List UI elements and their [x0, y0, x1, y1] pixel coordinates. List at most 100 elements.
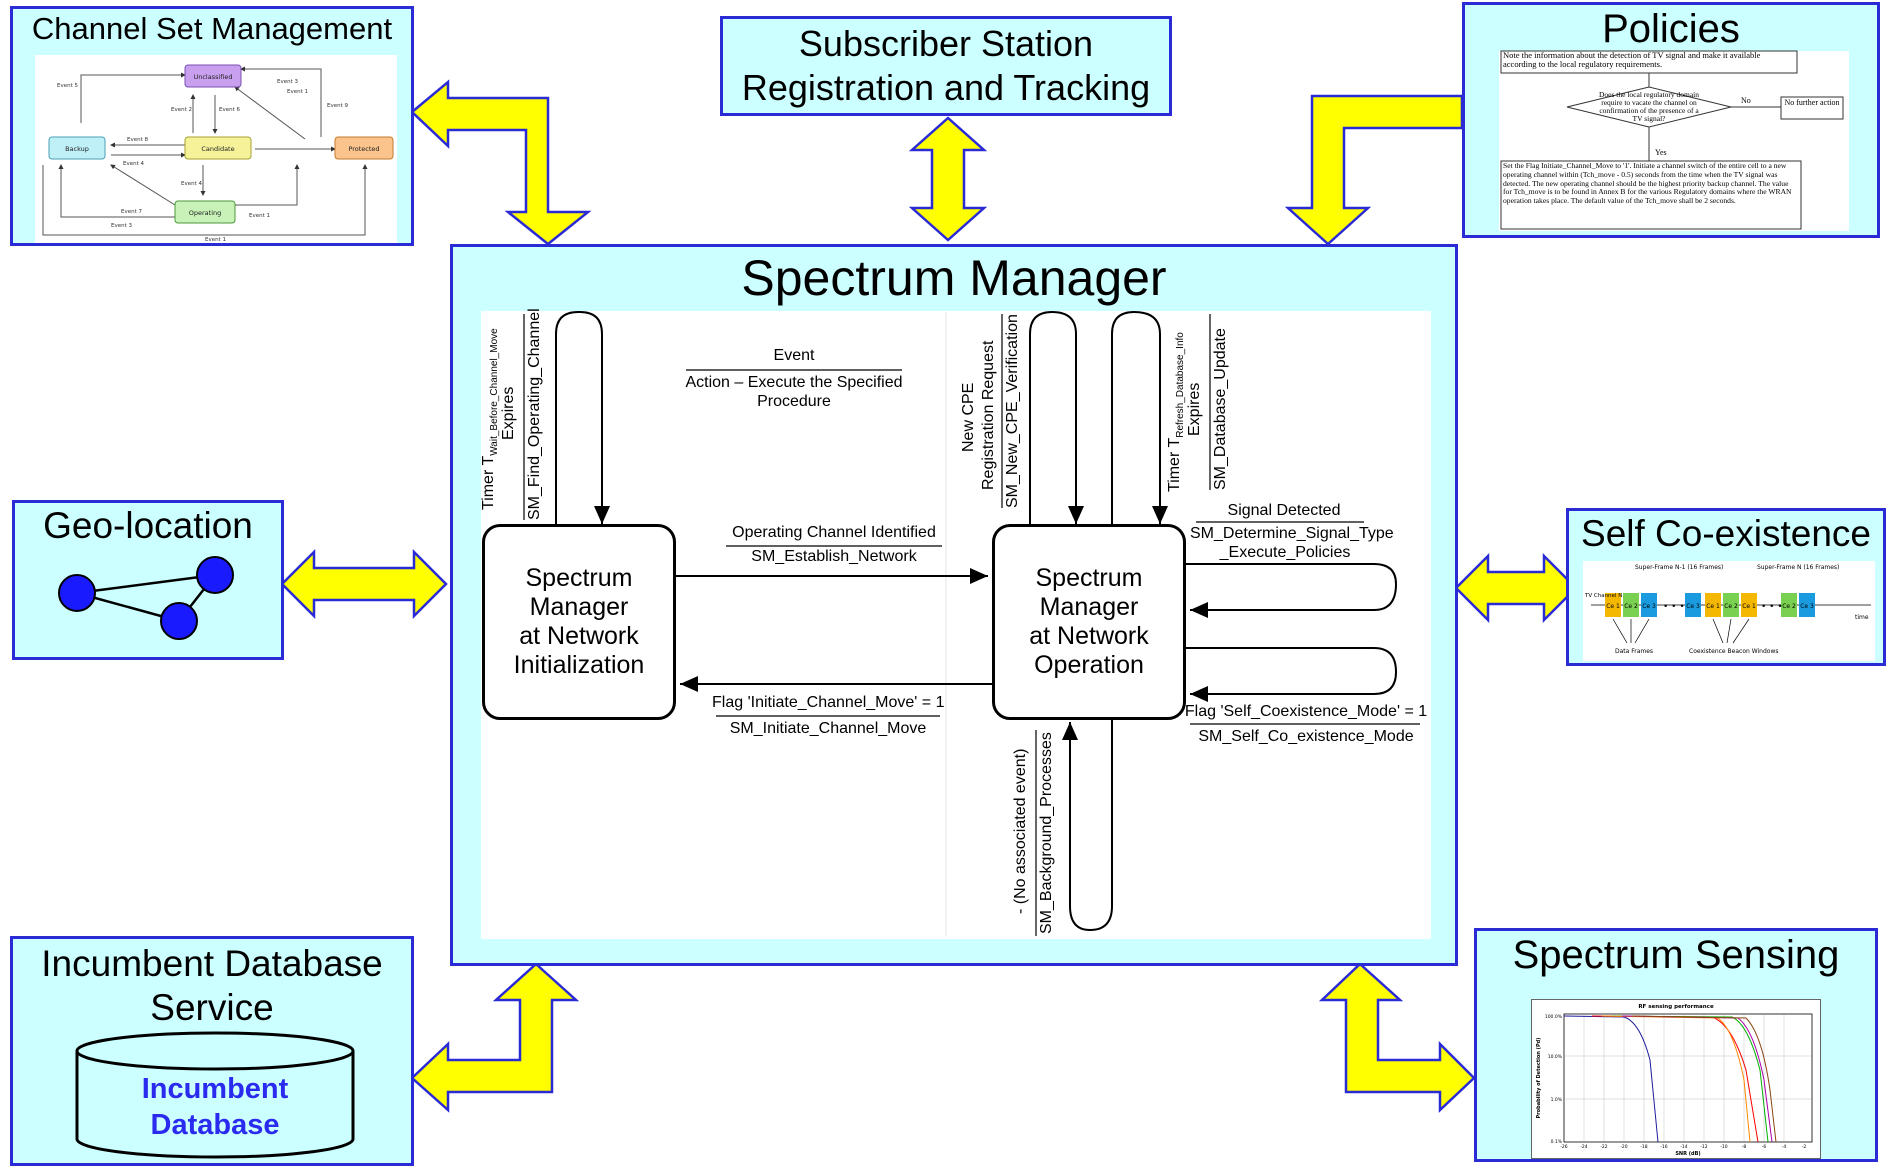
sensing-x-tick: -2: [1802, 1144, 1807, 1150]
database-label-line2: Database: [150, 1109, 280, 1141]
signal-detected-action-1: SM_Determine_Signal_Type: [1190, 525, 1394, 542]
self-coex-event: Flag 'Self_Coexistence_Mode' = 1: [1184, 703, 1428, 720]
initiate-move-event: Flag 'Initiate_Channel_Move' = 1: [712, 694, 945, 711]
policies-arrow: [1284, 94, 1464, 246]
svg-text:Backup: Backup: [65, 145, 89, 153]
svg-text:• • •: • • •: [1761, 602, 1783, 612]
policies-no-action: No further action: [1784, 99, 1840, 107]
policies-question: Does the local regulatory domain require…: [1599, 91, 1699, 123]
svg-text:• • •: • • •: [1663, 602, 1685, 612]
sensing-curve: [1621, 1015, 1773, 1143]
svg-text:Unclassified: Unclassified: [193, 73, 232, 81]
signal-detected-event: Signal Detected: [1227, 502, 1341, 519]
cs-state-unclassified: [184, 64, 242, 88]
cs-event-label: Event 7: [121, 209, 143, 215]
background-event: - (No associated event): [1012, 748, 1029, 914]
channel-set-title: Channel Set Management: [31, 11, 393, 46]
self-coex-timing-diagram: Super-Frame N-1 (16 Frames) Super-Frame …: [1583, 561, 1875, 661]
svg-text:Ce 1: Ce 1: [1606, 603, 1620, 610]
svg-text:Ce 1: Ce 1: [1742, 603, 1756, 610]
self-coexistence-box: Self Co-existence Super-Frame N-1 (16 Fr…: [1566, 508, 1886, 666]
svg-text:Ce 3: Ce 3: [1800, 603, 1814, 610]
sensing-x-tick: -16: [1660, 1144, 1667, 1150]
policies-flowchart-svg: Note the information about the detection…: [1500, 50, 1844, 230]
op-channel-event: Operating Channel Identified: [732, 524, 936, 541]
initiate-move-action: SM_Initiate_Channel_Move: [729, 720, 927, 737]
background-action: SM_Background_Processes: [1038, 732, 1055, 934]
sensing-ylabel: Probability of Detection (Pd): [1536, 1038, 1542, 1119]
cs-event-label: Event 3: [277, 79, 299, 85]
svg-text:Ce 3: Ce 3: [1642, 603, 1656, 610]
legend-action: Action – Execute the Specified Procedure: [685, 374, 903, 410]
timer-wait-event: Timer TWait_Before_Channel_Move: [480, 328, 501, 510]
sensing-y-tick: 10.0%: [1548, 1054, 1563, 1060]
cs-state-backup: [48, 136, 106, 160]
database-cylinder-icon: [75, 1031, 355, 1159]
sensing-x-tick: -10: [1720, 1144, 1727, 1150]
svg-text:Protected: Protected: [348, 145, 379, 153]
sensing-curve: [1601, 1015, 1751, 1143]
sensing-x-tick: -8: [1742, 1144, 1747, 1150]
spectrum-manager-title: Spectrum Manager: [741, 250, 1167, 306]
cs-event-label: Event 2: [171, 107, 192, 113]
sensing-chart-svg: RF sensing performance 100.0% 10.0%: [1536, 1004, 1813, 1157]
sensing-curve: [1631, 1015, 1777, 1143]
sensing-chart-title: RF sensing performance: [1638, 1004, 1714, 1010]
timer-wait-action: SM_Find_Operating_Channel: [526, 308, 543, 520]
policies-note: Note the information about the detection…: [1503, 51, 1761, 69]
policies-flowchart: Note the information about the detection…: [1499, 50, 1849, 231]
cs-event-label: Event 4: [123, 161, 145, 167]
self-coex-action: SM_Self_Co_existence_Mode: [1198, 728, 1414, 745]
svg-text:Ce 3: Ce 3: [1686, 603, 1700, 610]
cs-state-operating: [174, 200, 236, 224]
geo-node: [160, 602, 198, 640]
superframe-1-label: Super-Frame N-1 (16 Frames): [1635, 564, 1723, 571]
cs-event-label: Event 1: [205, 237, 226, 243]
cs-state-protected: [334, 136, 394, 160]
data-frames-label: Data Frames: [1615, 648, 1653, 655]
sensing-x-tick: -4: [1782, 1144, 1787, 1150]
geo-node: [196, 556, 234, 594]
subscriber-title-line1: Subscriber Station: [798, 23, 1094, 64]
new-cpe-event-2: Registration Request: [980, 340, 997, 490]
subscriber-arrow: [908, 116, 988, 242]
policies-no-label: No: [1741, 96, 1751, 105]
self-coexistence-title: Self Co-existence: [1581, 513, 1871, 554]
geo-node: [58, 574, 96, 612]
policies-box: Policies Note the information about the …: [1462, 2, 1880, 238]
timer-wait-expires: Expires: [500, 386, 517, 440]
timer-refresh-expires: Expires: [1186, 382, 1203, 436]
sensing-y-tick: 100.0%: [1545, 1014, 1563, 1020]
sensing-x-tick: -18: [1640, 1144, 1647, 1150]
sensing-xlabel: SNR (dB): [1675, 1151, 1700, 1157]
legend-event: Event: [773, 347, 815, 364]
spectrum-sensing-title: Spectrum Sensing: [1512, 933, 1840, 977]
database-label-line1: Incumbent: [141, 1073, 289, 1105]
tv-channel-label: TV Channel N: [1584, 593, 1622, 599]
cs-state-candidate: [184, 136, 252, 160]
sensing-y-tick: 1.0%: [1551, 1097, 1563, 1103]
timer-refresh-action: SM_Database_Update: [1212, 328, 1229, 490]
policies-yes-action: Set the Flag Initiate_Channel_Move to '1…: [1503, 162, 1792, 206]
sensing-x-tick: -26: [1560, 1144, 1567, 1150]
sensing-x-tick: -24: [1580, 1144, 1587, 1150]
subscriber-station-box: Subscriber Station Registration and Trac…: [720, 16, 1172, 116]
sensing-curve: [1611, 1015, 1769, 1143]
incumbent-title-line1: Incumbent Database: [41, 943, 383, 984]
new-cpe-event-1: New CPE: [960, 382, 977, 452]
policies-yes-label: Yes: [1655, 148, 1667, 157]
incumbent-database-box: Incumbent Database Service Incumbent Dat…: [10, 936, 414, 1166]
cs-event-label: Event 5: [57, 83, 79, 89]
timer-refresh-event: Timer TRefresh_Database_Info: [1166, 332, 1187, 492]
state-network-initialization: Spectrum Manager at Network Initializati…: [482, 524, 676, 720]
cs-event-label: Event 3: [111, 223, 133, 229]
svg-text:Operating: Operating: [189, 209, 222, 217]
geo-network-graph: [58, 556, 234, 640]
self-coex-timing-svg: Super-Frame N-1 (16 Frames) Super-Frame …: [1584, 564, 1871, 655]
geo-location-box: Geo-location: [12, 500, 284, 660]
new-cpe-action: SM_New_CPE_Verification: [1004, 314, 1021, 508]
time-label: time: [1855, 614, 1869, 621]
svg-text:Ce 2: Ce 2: [1624, 603, 1638, 610]
sensing-x-tick: -22: [1600, 1144, 1607, 1150]
